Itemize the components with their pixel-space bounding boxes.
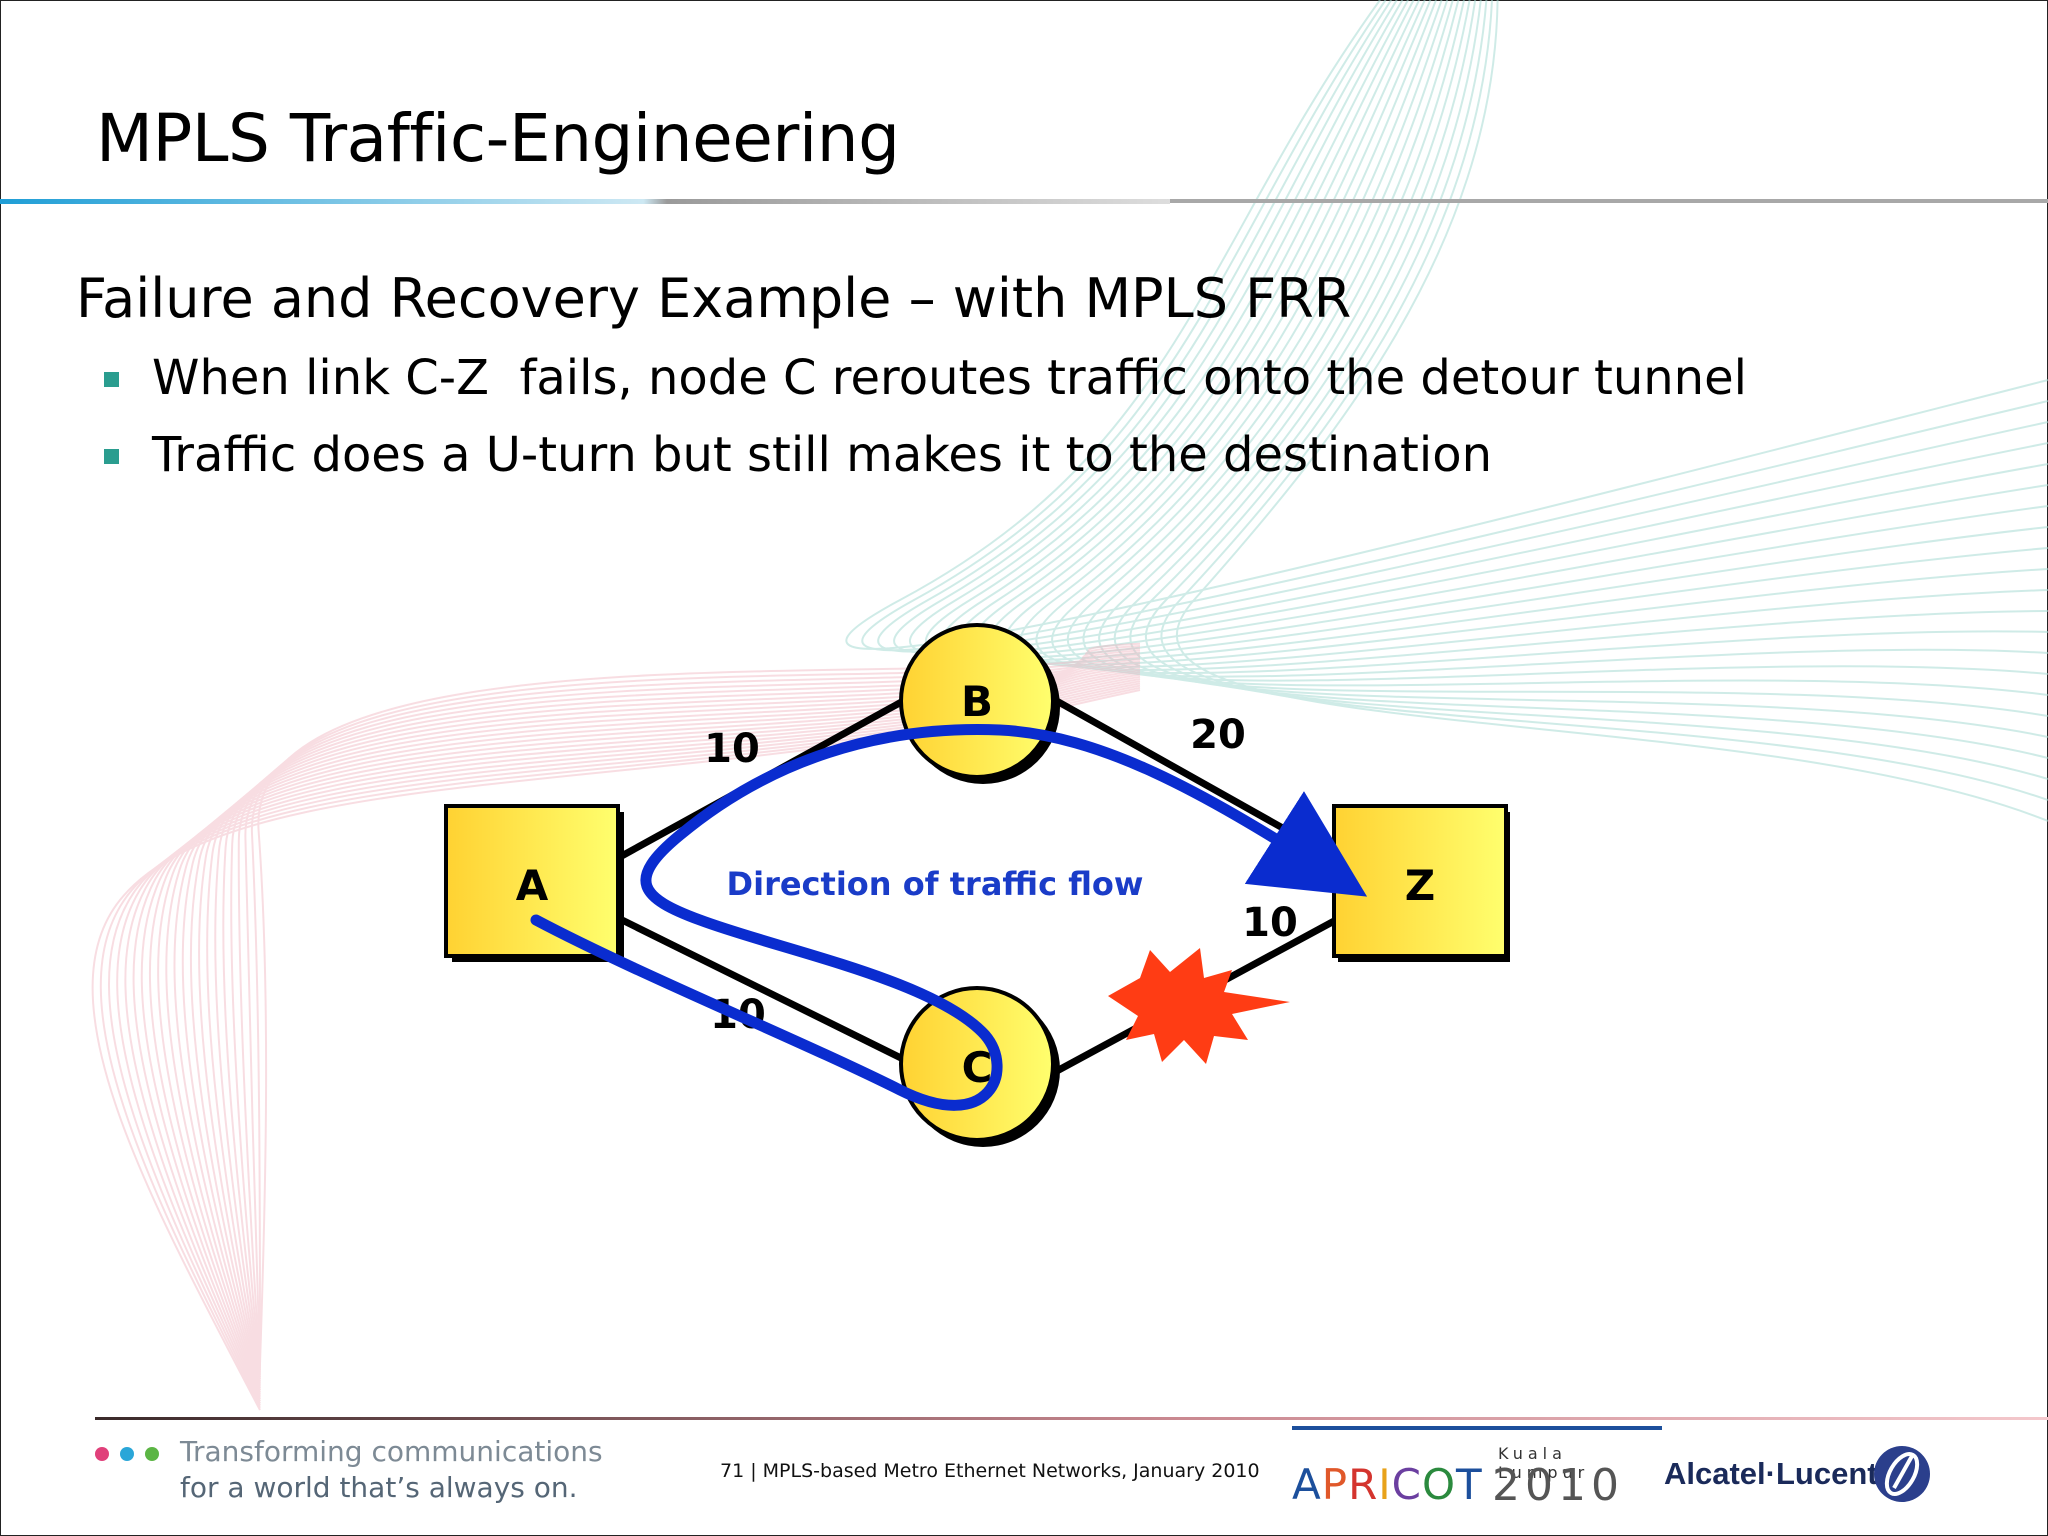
apricot-logo: Kuala Lumpur APRICOT 2010 xyxy=(1292,1426,1662,1522)
title-rule xyxy=(0,199,1170,204)
event-location: Kuala Lumpur xyxy=(1498,1444,1590,1482)
section-heading: Failure and Recovery Example – with MPLS… xyxy=(76,267,1352,330)
event-year: 2010 xyxy=(1492,1460,1624,1511)
tagline-line-1: Transforming communications xyxy=(180,1435,603,1468)
bullet-item: Traffic does a U-turn but still makes it… xyxy=(100,427,1492,504)
event-name-letter: P xyxy=(1321,1460,1349,1509)
tagline-line-2: for a world that’s always on. xyxy=(180,1471,578,1504)
bullet-square-icon xyxy=(104,372,119,387)
bullet-list: When link C-Z fails, node C reroutes tra… xyxy=(100,350,1747,504)
node-label: A xyxy=(516,861,549,910)
node-a: A xyxy=(444,804,620,958)
event-name-letter: R xyxy=(1348,1460,1379,1509)
cost-label-a-b: 10 xyxy=(704,726,760,772)
title-rule-right xyxy=(1170,199,2048,203)
link-a-c xyxy=(616,914,907,1064)
cost-label-b-z: 20 xyxy=(1190,712,1246,758)
node-label: B xyxy=(961,677,993,726)
tagline-dot-icon xyxy=(145,1447,159,1461)
node-b: B xyxy=(899,623,1055,779)
footer-rule xyxy=(95,1417,2048,1420)
apricot-rule xyxy=(1292,1426,1662,1430)
event-name-letter: A xyxy=(1292,1460,1322,1509)
bullet-square-icon xyxy=(104,449,119,464)
company-name: Alcatel·Lucent xyxy=(1664,1456,1878,1491)
logo-mark xyxy=(1884,1452,1920,1496)
bullet-text: When link C-Z fails, node C reroutes tra… xyxy=(152,350,1747,406)
event-name-letter: O xyxy=(1421,1460,1457,1509)
event-name-letter: I xyxy=(1378,1460,1392,1509)
tagline-dot-icon xyxy=(95,1447,109,1461)
bullet-item: When link C-Z fails, node C reroutes tra… xyxy=(100,350,1747,427)
cost-label-c-z: 10 xyxy=(1242,900,1298,946)
flow-direction-label: Direction of traffic flow xyxy=(727,865,1144,903)
event-name-letter: C xyxy=(1391,1460,1422,1509)
failure-burst-icon xyxy=(1108,948,1290,1064)
event-name: APRICOT xyxy=(1292,1460,1483,1509)
bullet-text: Traffic does a U-turn but still makes it… xyxy=(152,427,1492,483)
node-c: C xyxy=(899,986,1055,1142)
traffic-flow-path xyxy=(530,724,1368,1111)
event-name-letter: T xyxy=(1456,1460,1483,1509)
alcatel-lucent-logo-icon xyxy=(1874,1446,1930,1502)
tagline-dot-icon xyxy=(120,1447,134,1461)
page-title: MPLS Traffic-Engineering xyxy=(96,100,900,177)
node-z: Z xyxy=(1332,804,1508,958)
footer-slide-note: 71 | MPLS-based Metro Ethernet Networks,… xyxy=(720,1460,1260,1482)
node-label: Z xyxy=(1405,861,1435,910)
